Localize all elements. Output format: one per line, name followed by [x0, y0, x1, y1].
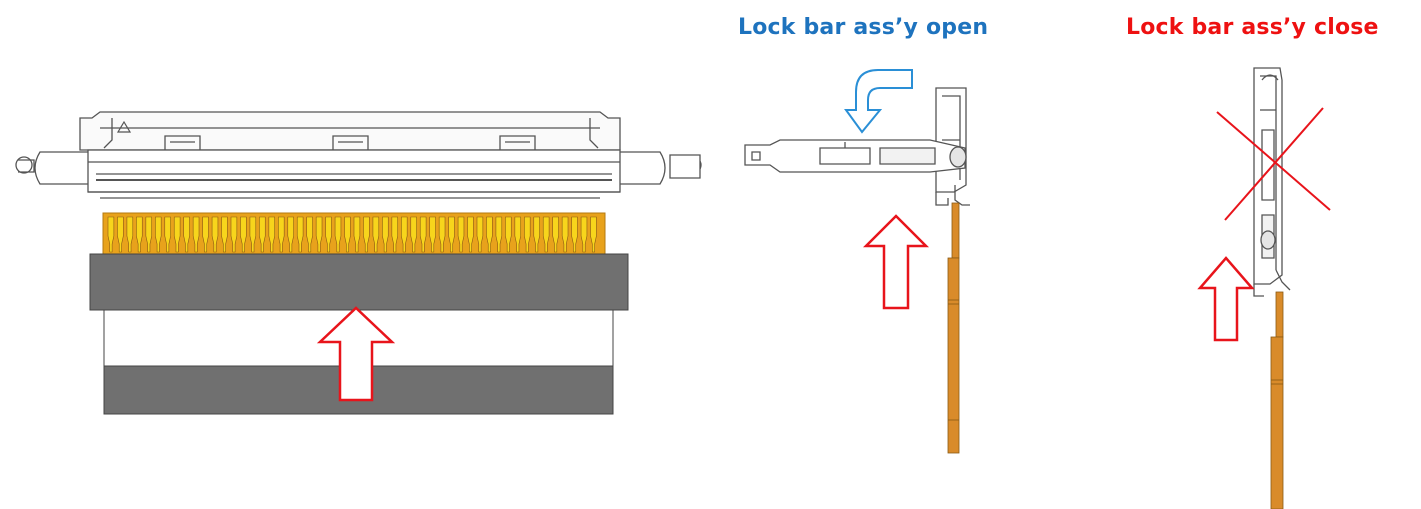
fpc-contact-finger [315, 216, 323, 253]
fpc-contact-finger [495, 216, 503, 253]
fpc-contact-finger [145, 216, 153, 253]
fpc-contact-finger [467, 216, 474, 253]
fpc-contact-finger [571, 216, 578, 253]
fpc-contact-finger [353, 216, 361, 253]
fpc-contact-finger [590, 216, 597, 253]
insert-arrow-close-icon [1197, 256, 1255, 342]
rotate-arrow-icon [844, 69, 913, 134]
lock-bar-open-label: Lock bar ass’y open [738, 15, 989, 40]
fpc-contact-finger [221, 216, 228, 253]
fpc-contact-finger [514, 216, 522, 253]
fpc-contact-finger [173, 216, 181, 253]
fpc-contact-finger [410, 216, 417, 253]
fpc-contact-finger [561, 216, 569, 253]
fpc-contact-finger [296, 216, 304, 253]
fpc-contact-finger [334, 216, 342, 253]
fpc-contact-finger [107, 216, 115, 253]
fpc-contact-finger [542, 216, 550, 253]
fpc-contact-finger [391, 216, 399, 253]
fpc-contact-finger [155, 216, 162, 253]
prohibited-cross-icon [1216, 107, 1331, 221]
fpc-contact-finger [240, 216, 247, 253]
fpc-contact-finger [164, 216, 171, 253]
fpc-side-open [947, 202, 960, 454]
fpc-contact-finger [230, 216, 238, 253]
fpc-contact-finger [401, 216, 408, 253]
fpc-contact-finger [552, 216, 559, 253]
connector-front-view [15, 111, 702, 199]
fpc-contact-finger [429, 216, 436, 253]
fpc-contact-finger [580, 216, 588, 253]
fpc-contact-finger [126, 216, 134, 253]
fpc-contact-finger [287, 216, 294, 253]
fpc-contact-finger [372, 216, 380, 253]
fpc-contact-finger [382, 216, 389, 253]
insert-arrow-icon [316, 306, 396, 402]
fpc-contact-finger [325, 216, 332, 253]
fpc-contacts [107, 216, 597, 253]
lock-bar-close-label: Lock bar ass’y close [1126, 15, 1379, 40]
fpc-contact-finger [448, 216, 455, 253]
fpc-contact-finger [183, 216, 190, 253]
fpc-contact-finger [211, 216, 219, 253]
fpc-contact-finger [259, 216, 266, 253]
side-view-open [744, 87, 970, 206]
fpc-side-close [1270, 291, 1284, 509]
fpc-contact-finger [192, 216, 200, 253]
fpc-contact-finger [117, 216, 124, 253]
fpc-contact-finger [136, 216, 143, 253]
fpc-contact-finger [524, 216, 531, 253]
fpc-contact-finger [486, 216, 493, 253]
fpc-contact-finger [306, 216, 313, 253]
fpc-contact-finger [505, 216, 512, 253]
fpc-contact-finger [268, 216, 276, 253]
fpc-contact-finger [344, 216, 351, 253]
fpc-contact-finger [363, 216, 370, 253]
fpc-contact-finger [476, 216, 484, 253]
fpc-contact-finger [249, 216, 257, 253]
fpc-contact-finger [202, 216, 209, 253]
fpc-contact-finger [438, 216, 446, 253]
insert-arrow-open-icon [862, 214, 930, 310]
fpc-contact-finger [419, 216, 427, 253]
fpc-contact-finger [278, 216, 285, 253]
fpc-contact-finger [533, 216, 540, 253]
fpc-contact-finger [457, 216, 465, 253]
